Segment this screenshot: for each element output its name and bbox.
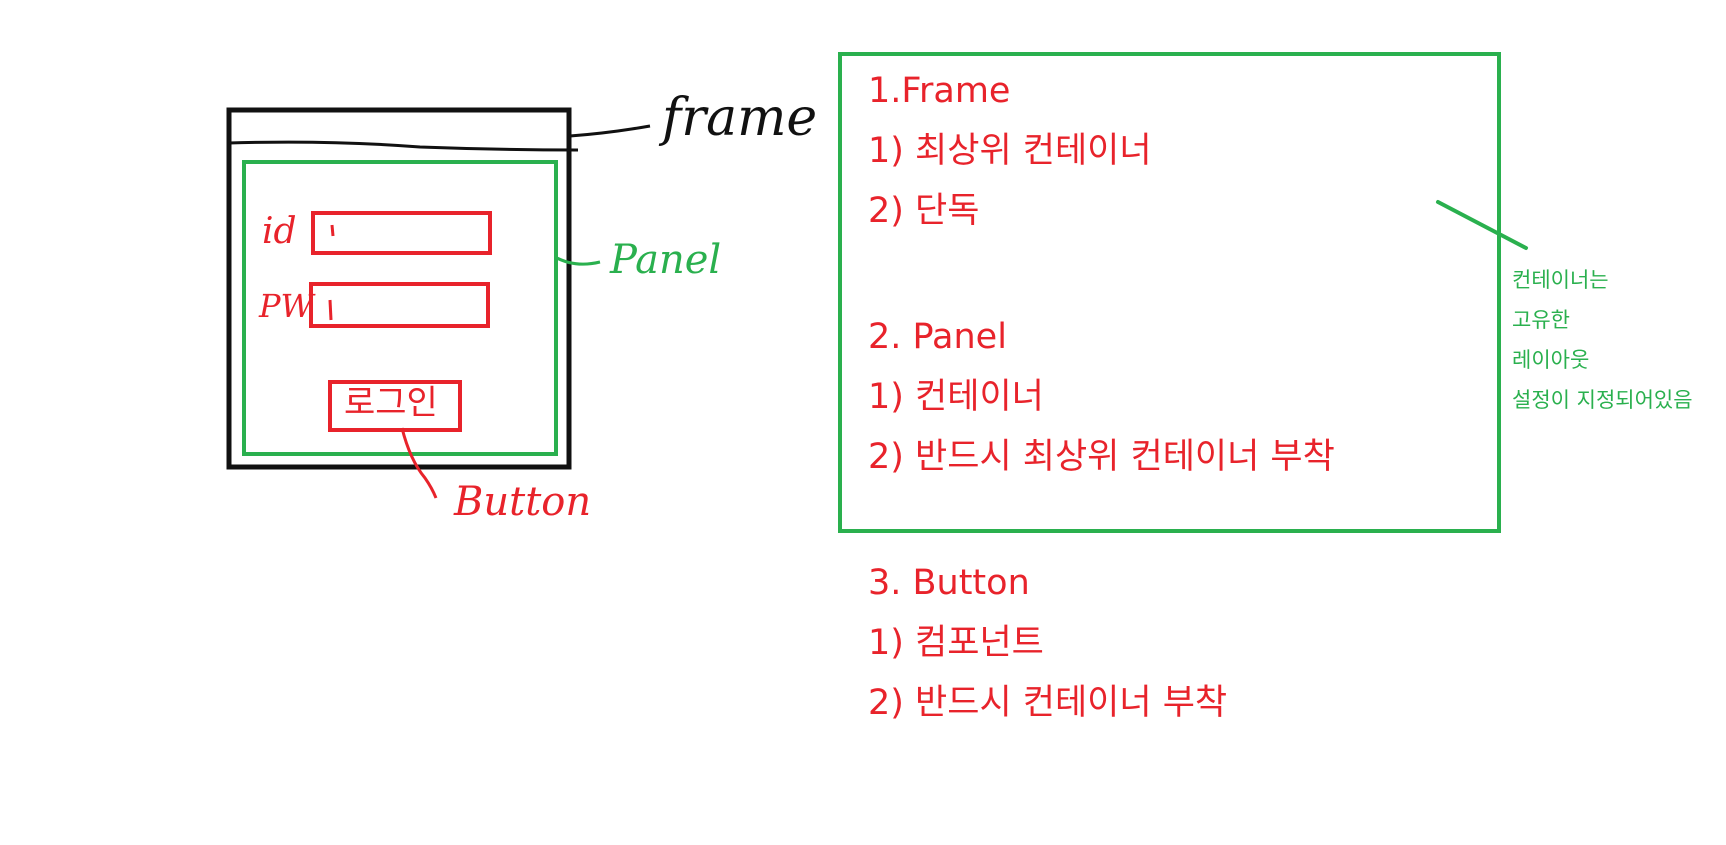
button-item-2: 2) 반드시 컨테이너 부착	[868, 683, 1228, 723]
frame-heading: 1.Frame	[868, 71, 1011, 111]
panel-item-1: 1) 컨테이너	[868, 377, 1044, 417]
side-note-line-4: 설정이 지정되어있음	[1512, 388, 1693, 412]
panel-heading: 2. Panel	[868, 317, 1007, 357]
side-note-line-3: 레이아웃	[1512, 348, 1590, 372]
side-note-connector	[1436, 200, 1528, 250]
panel-leader-line	[554, 255, 601, 266]
button-item-1: 1) 컴포넌트	[868, 623, 1044, 663]
login-button-outline	[328, 380, 462, 432]
button-leader-line	[400, 427, 438, 499]
pw-input-cursor	[328, 299, 333, 321]
button-heading: 3. Button	[868, 563, 1030, 603]
id-label: id	[262, 211, 297, 252]
notes-box-outline	[838, 52, 1501, 533]
login-button-text: 로그인	[344, 383, 438, 423]
frame-outline	[226, 107, 572, 470]
pw-input-outline	[309, 282, 490, 328]
id-input-outline	[311, 211, 492, 255]
pw-label: PW	[259, 287, 314, 325]
side-note-line-2: 고유한	[1512, 308, 1570, 332]
frame-item-2: 2) 단독	[868, 191, 980, 231]
frame-label: frame	[662, 88, 818, 148]
side-note-line-1: 컨테이너는	[1512, 268, 1609, 292]
id-input-cursor	[330, 224, 335, 237]
panel-outline	[242, 160, 558, 456]
button-label: Button	[454, 479, 592, 525]
frame-item-1: 1) 최상위 컨테이너	[868, 131, 1152, 171]
frame-titlebar-line	[228, 140, 579, 152]
panel-item-2: 2) 반드시 최상위 컨테이너 부착	[868, 437, 1335, 477]
frame-leader-line	[569, 124, 651, 138]
panel-label: Panel	[610, 237, 722, 283]
